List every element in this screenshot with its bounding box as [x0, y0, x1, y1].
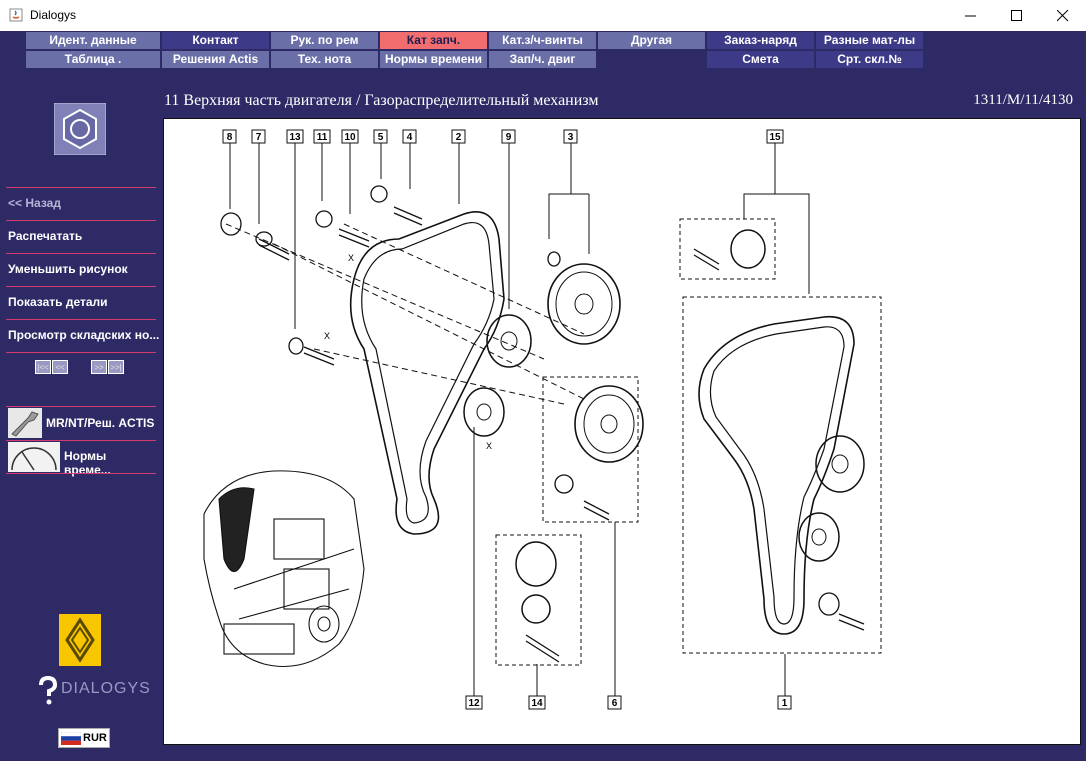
dialogys-brand: DIALOGYS: [61, 680, 151, 697]
callout-6: 6: [612, 698, 618, 709]
callout-5: 5: [378, 132, 384, 143]
dialogys-question-icon: [39, 676, 58, 705]
nav-parts-screws[interactable]: Кат.з/ч-винты: [489, 32, 596, 49]
nav-contact[interactable]: Контакт: [162, 32, 269, 49]
print-link[interactable]: Распечатать: [8, 229, 83, 243]
back-link[interactable]: << Назад: [8, 196, 61, 210]
actis-tool-item[interactable]: MR/NT/Реш. ACTIS: [6, 407, 156, 439]
callout-11: 11: [317, 132, 328, 143]
minimize-button[interactable]: [948, 0, 994, 31]
callout-13: 13: [289, 132, 301, 143]
stock-view-link[interactable]: Просмотр складских но...: [8, 328, 160, 342]
nav-engine-parts[interactable]: Зап/ч. двиг: [489, 51, 596, 68]
menu-separator: [6, 440, 156, 441]
close-icon: [1057, 10, 1069, 22]
callout-labels: 8 7 13 11 10 5 4 2 9 3 15 12 14: [222, 129, 792, 710]
timing-belt-diagram: 8 7 13 11 10 5 4 2 9 3 15 12 14: [203, 129, 882, 710]
pager-first-button[interactable]: |<<: [35, 360, 51, 374]
locale-label: RUR: [83, 732, 107, 744]
nav-repair-manual[interactable]: Рук. по рем: [271, 32, 378, 49]
callout-3: 3: [568, 132, 574, 143]
russian-flag-icon: [61, 732, 81, 745]
window-titlebar: Dialogys: [0, 0, 1086, 31]
nav-tech-note[interactable]: Тех. нота: [271, 51, 378, 68]
shrink-image-link[interactable]: Уменьшить рисунок: [8, 262, 128, 276]
menu-separator: [6, 406, 156, 407]
nav-stock-number[interactable]: Срт. скл.№: [816, 51, 923, 68]
nav-estimate[interactable]: Смета: [707, 51, 814, 68]
gauge-icon: [8, 442, 60, 472]
callout-10: 10: [344, 132, 356, 143]
dimension-x-label: X: [348, 253, 354, 263]
wrench-icon: [8, 408, 42, 438]
dimension-x-label: X: [324, 331, 330, 341]
callout-12: 12: [468, 698, 480, 709]
menu-separator: [6, 473, 156, 474]
menu-separator: [6, 253, 156, 254]
menu-separator: [6, 187, 156, 188]
nav-time-norms[interactable]: Нормы времени: [380, 51, 487, 68]
nav-misc-materials[interactable]: Разные мат-лы: [816, 32, 923, 49]
nut-logo-icon: [54, 103, 106, 155]
callout-14: 14: [531, 698, 543, 709]
page-code: 1311/M/11/4130: [973, 92, 1073, 108]
callout-8: 8: [227, 132, 233, 143]
actis-tool-label: MR/NT/Реш. ACTIS: [46, 416, 155, 430]
maximize-icon: [1011, 10, 1022, 21]
minimize-icon: [965, 15, 976, 17]
locale-button[interactable]: RUR: [58, 728, 110, 748]
parts-diagram-panel: 8 7 13 11 10 5 4 2 9 3 15 12 14: [163, 118, 1081, 745]
nav-ident-data[interactable]: Идент. данные: [26, 32, 160, 49]
nav-other[interactable]: Другая: [598, 32, 705, 49]
callout-7: 7: [256, 132, 262, 143]
callout-2: 2: [456, 132, 462, 143]
maximize-button[interactable]: [994, 0, 1040, 31]
nav-actis-solutions[interactable]: Решения Actis: [162, 51, 269, 68]
menu-separator: [6, 220, 156, 221]
pager-next-button[interactable]: >>: [91, 360, 107, 374]
nav-work-order[interactable]: Заказ-наряд: [707, 32, 814, 49]
page-title: 11 Верхняя часть двигателя / Газораспред…: [164, 92, 599, 109]
menu-separator: [6, 286, 156, 287]
close-button[interactable]: [1040, 0, 1086, 31]
nav-table[interactable]: Таблица .: [26, 51, 160, 68]
java-app-icon: [9, 8, 23, 22]
renault-logo-icon: [59, 614, 101, 666]
callout-9: 9: [506, 132, 512, 143]
time-norms-tool-item[interactable]: Нормы време...: [6, 441, 156, 477]
callout-4: 4: [407, 132, 413, 143]
nav-parts-catalog[interactable]: Кат запч.: [380, 32, 487, 49]
dimension-x-label: X: [486, 441, 492, 451]
show-details-link[interactable]: Показать детали: [8, 295, 108, 309]
menu-separator: [6, 319, 156, 320]
callout-15: 15: [769, 132, 781, 143]
window-title: Dialogys: [30, 8, 77, 22]
callout-1: 1: [782, 698, 788, 709]
menu-separator: [6, 352, 156, 353]
pager-prev-button[interactable]: <<: [52, 360, 68, 374]
pager-last-button[interactable]: >>|: [108, 360, 124, 374]
